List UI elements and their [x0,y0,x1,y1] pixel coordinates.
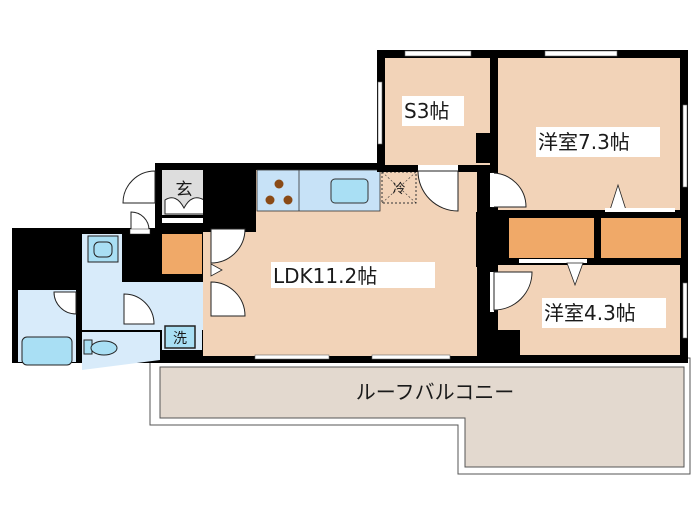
window [254,354,330,360]
toilet-icon [90,340,118,356]
ldk-label: LDK11.2帖 [273,264,377,288]
washer-icon [164,325,196,349]
window [682,282,688,339]
window [377,81,383,145]
stove-burner-icon [274,179,284,189]
ldk-door-lower[interactable] [210,281,246,317]
window [544,50,618,57]
window [404,50,472,57]
storage-label: S3帖 [404,99,449,123]
bathtub-icon [21,336,73,366]
front-door[interactable] [122,170,156,204]
closet-left [509,218,594,258]
storage-door[interactable] [417,170,459,212]
closets [476,212,688,267]
western-room-small: 洋室4.3帖 [490,258,688,363]
shoe-closet [162,234,202,274]
closet-right [601,218,681,258]
refrigerator-label: 冷 [392,182,405,197]
sink-icon [93,241,113,258]
western2-door[interactable] [493,271,533,311]
window [371,354,451,360]
ldk-room: 冷 LDK11.2帖 [203,163,493,363]
kitchen-sink-icon [330,178,369,204]
western-room-large: 洋室7.3帖 [476,50,688,225]
washer-label: 洗 [173,331,187,347]
balcony-label: ルーフバルコニー [356,380,514,404]
roof-balcony [149,357,691,475]
entrance-label: 玄 [176,180,193,200]
western2-label: 洋室4.3帖 [544,301,636,325]
western1-label: 洋室7.3帖 [538,130,630,154]
hall-door[interactable] [123,293,155,325]
western1-door[interactable] [491,172,527,208]
window [682,104,688,188]
washroom-door[interactable] [53,291,77,315]
ldk-door-upper[interactable] [210,228,246,264]
